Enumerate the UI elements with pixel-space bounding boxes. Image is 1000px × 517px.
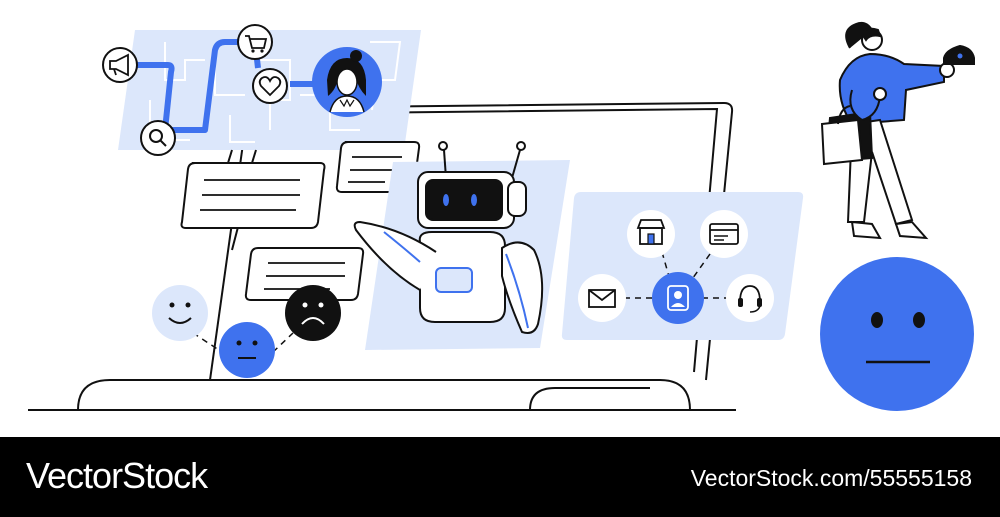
store-icon (627, 210, 675, 258)
watermark-id: VectorStock.com/55555158 (690, 465, 972, 491)
sad-face-icon (285, 285, 341, 341)
neutral-face-icon (219, 322, 275, 378)
mail-icon (578, 274, 626, 322)
search-icon (140, 120, 176, 156)
chat-bubble-1 (180, 162, 326, 229)
browser-icon (700, 210, 748, 258)
megaphone-icon (102, 47, 138, 83)
headset-icon (726, 274, 774, 322)
user-avatar-icon (312, 47, 382, 117)
watermark-footer: VectorStock VectorStock.com/55555158 (0, 437, 1000, 517)
cart-icon (237, 24, 273, 60)
laptop-icon (28, 101, 736, 411)
woman-shopper-icon (820, 21, 975, 240)
user-icon (652, 272, 704, 324)
chat-bubble-3 (244, 247, 365, 301)
journey-panel (102, 24, 421, 156)
heart-icon (252, 68, 288, 104)
watermark-brand: VectorStock (26, 455, 208, 496)
illustration (28, 21, 975, 411)
big-neutral-face-icon (820, 257, 974, 411)
smile-face-icon (152, 285, 208, 341)
omnichannel-panel (561, 192, 804, 340)
robot-icon (353, 141, 544, 334)
